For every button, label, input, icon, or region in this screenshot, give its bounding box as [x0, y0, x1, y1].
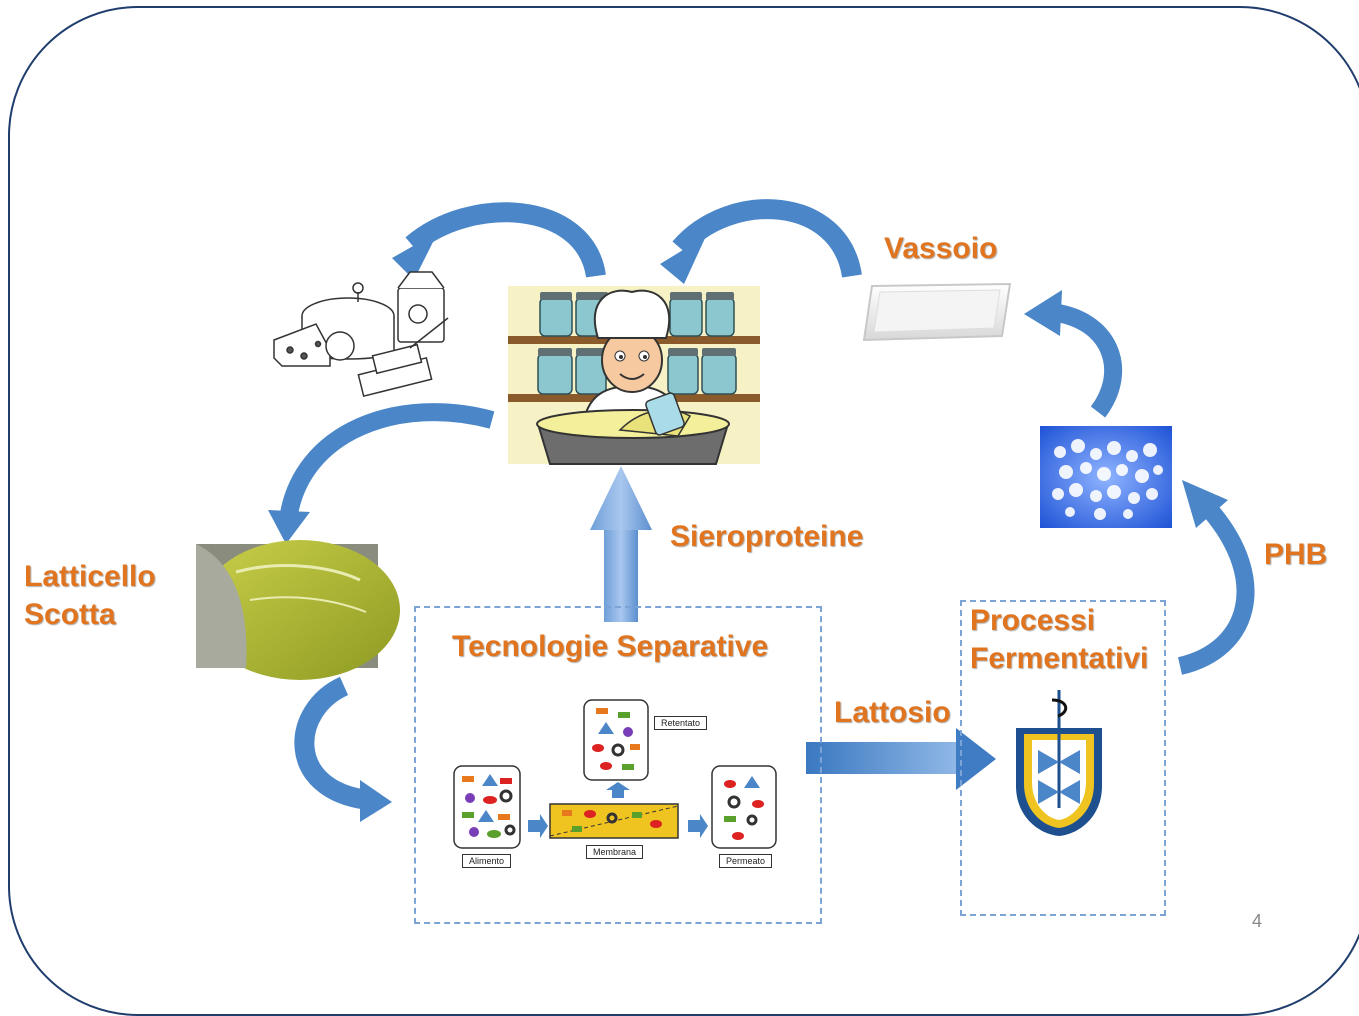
label-lattosio: Lattosio [834, 696, 951, 729]
fermentation-box [960, 600, 1166, 916]
label-vassoio: Vassoio [884, 232, 998, 265]
label-latticello: Latticello [24, 560, 156, 593]
label-sieroproteine: Sieroproteine [670, 520, 864, 553]
bioreactor-icon [1016, 690, 1102, 836]
membrane-schematic [453, 699, 777, 849]
arrow-chef-to-whey [268, 403, 495, 544]
label-alimento: Alimento [462, 854, 512, 868]
diagram-graphics [196, 199, 1255, 849]
cheese-dairy-illustration [273, 271, 449, 398]
chef-illustration [508, 286, 760, 465]
whey-photo [196, 540, 400, 680]
arrow-chef-to-cheese [392, 202, 606, 280]
label-permeato: Permeato [719, 854, 773, 868]
arrow-tray-to-chef [660, 199, 862, 284]
arrow-whey-to-separation [294, 676, 392, 822]
label-scotta: Scotta [24, 598, 116, 631]
label-retentato: Retentato [654, 716, 708, 730]
label-processi: Processi [970, 604, 1096, 637]
phb-pellets-image [1040, 426, 1172, 528]
arrow-fermentation-to-phb [1177, 480, 1255, 675]
separation-box [414, 606, 822, 924]
page-number: 4 [1252, 911, 1263, 931]
arrow-lattosio-right [806, 728, 996, 790]
tray-image [862, 282, 1012, 342]
label-tecnologie-separative: Tecnologie Separative [452, 630, 769, 663]
label-phb: PHB [1264, 538, 1328, 571]
arrow-sieroproteine-up [590, 466, 652, 622]
label-membrana: Membrana [586, 845, 644, 859]
label-fermentativi: Fermentativi [970, 642, 1149, 675]
arrow-pellets-to-tray [1024, 290, 1123, 418]
